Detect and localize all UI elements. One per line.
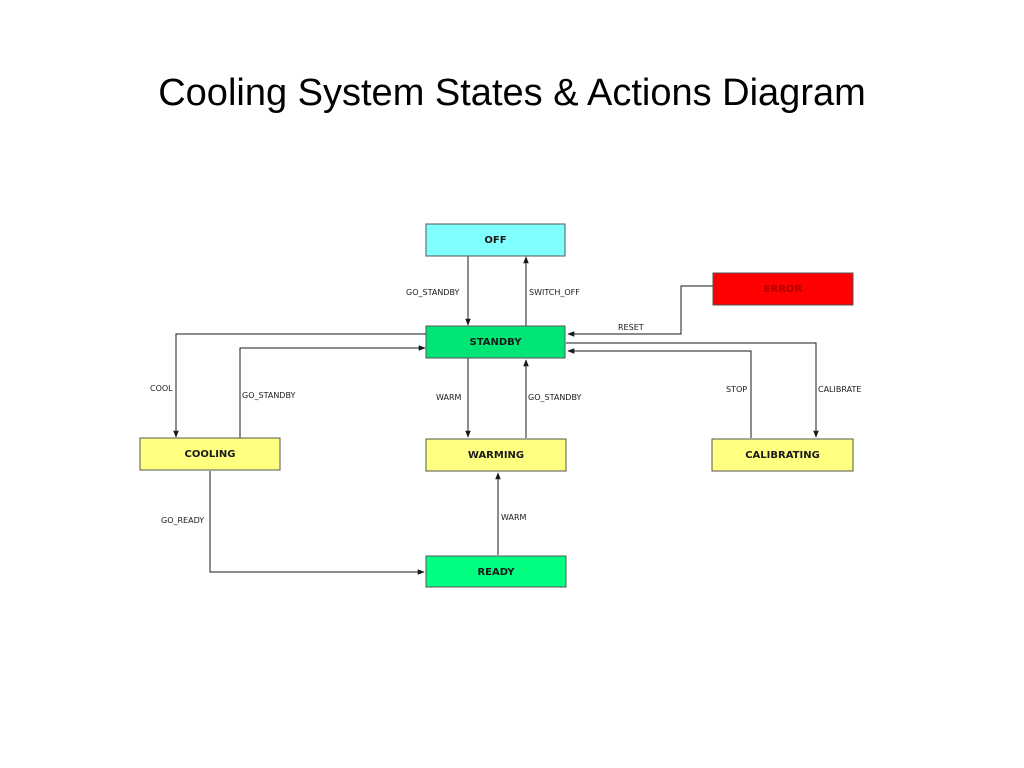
edge-cooling-to-ready (209, 471, 425, 575)
edge-cooling-to-standby (239, 345, 426, 438)
state-warming: WARMING (425, 438, 567, 472)
label-standby-to-cooling: COOL (150, 384, 173, 393)
state-ready-box (425, 555, 567, 588)
state-calibrating-box (711, 438, 854, 472)
label-warming-to-standby: GO_STANDBY (528, 393, 582, 402)
state-calibrating-label: CALIBRATING (745, 450, 820, 461)
state-cooling: COOLING (139, 437, 281, 471)
edge-error-to-standby (567, 285, 713, 337)
label-error-to-standby: RESET (618, 323, 644, 332)
state-off: OFF (425, 223, 566, 257)
label-standby-to-off: SWITCH_OFF (529, 288, 580, 297)
state-error-label: ERROR (764, 284, 803, 295)
label-cooling-to-standby: GO_STANDBY (242, 391, 296, 400)
state-off-box (425, 223, 566, 257)
label-cooling-to-ready: GO_READY (161, 516, 204, 525)
label-ready-to-warming: WARM (501, 513, 527, 522)
state-ready: READY (425, 555, 567, 588)
state-error-box (712, 272, 854, 306)
edge-calibrating-to-standby (567, 348, 752, 438)
state-standby-label: STANDBY (470, 337, 523, 348)
label-standby-to-calibrating: CALIBRATE (818, 385, 861, 394)
state-standby: STANDBY (425, 325, 566, 359)
state-off-label: OFF (484, 235, 506, 246)
label-calibrating-to-standby: STOP (726, 385, 747, 394)
state-cooling-box (139, 437, 281, 471)
state-ready-label: READY (477, 567, 515, 578)
edge-standby-to-cooling (173, 333, 427, 438)
label-off-to-standby: GO_STANDBY (406, 288, 460, 297)
state-warming-label: WARMING (468, 450, 524, 461)
state-error: ERROR (712, 272, 854, 306)
edge-standby-to-calibrating (566, 342, 819, 438)
label-standby-to-warming: WARM (436, 393, 462, 402)
state-standby-box (425, 325, 566, 359)
state-warming-box (425, 438, 567, 472)
state-calibrating: CALIBRATING (711, 438, 854, 472)
page-title: Cooling System States & Actions Diagram (158, 72, 866, 114)
state-cooling-label: COOLING (184, 449, 235, 460)
